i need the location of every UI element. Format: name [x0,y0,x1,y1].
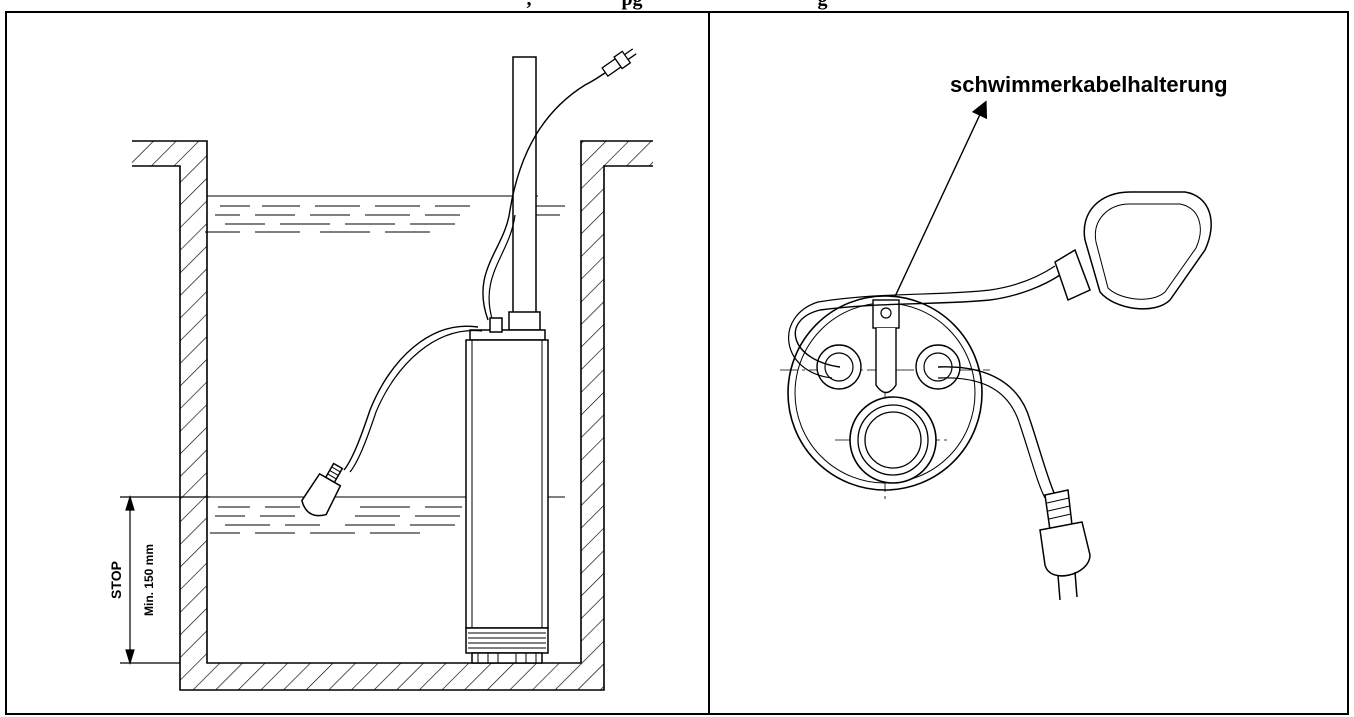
well-installation-drawing: STOP Min. 150 mm [108,48,653,691]
figure-border [5,11,1349,715]
stop-dimension [120,494,210,666]
well-wall-left [132,141,653,690]
plug-icon-right [1039,489,1091,601]
min-depth-label: Min. 150 mm [142,544,156,616]
page-title: , pg g [0,0,1354,11]
float-switch [301,462,344,517]
float-switch-top [1054,191,1212,310]
power-cable [482,72,606,321]
discharge-pipe [512,56,537,318]
callout-arrow [884,100,988,319]
float-cable [343,325,479,471]
plug-icon [601,48,637,78]
pump-top-view: schwimmerkabelhalterung [780,72,1228,601]
callout-label: schwimmerkabelhalterung [950,72,1228,97]
submersible-pump [465,317,549,664]
stop-label: STOP [108,561,124,599]
